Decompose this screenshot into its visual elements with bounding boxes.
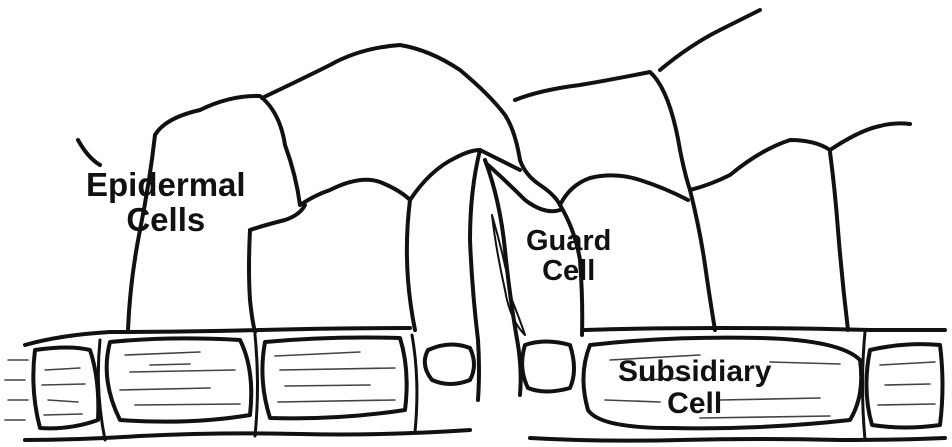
hatch — [275, 352, 395, 402]
lower-cell — [33, 348, 98, 429]
epidermal-cell-wall — [830, 123, 910, 150]
inner-wall — [412, 335, 417, 432]
label-line: Cells — [86, 203, 246, 238]
lower-epidermis-wall — [25, 430, 470, 440]
lower-cell — [866, 344, 942, 427]
label-guard-cell: Guard Cell — [526, 226, 611, 287]
lower-cell — [522, 342, 574, 392]
epidermal-cell-wall — [407, 200, 415, 330]
label-line: Cell — [526, 256, 611, 286]
lower-cell — [107, 338, 252, 421]
lower-cell — [425, 344, 474, 384]
hatch — [5, 360, 28, 420]
epidermal-cell-wall — [262, 45, 520, 160]
hatch — [42, 368, 85, 415]
lower-epidermis-wall — [585, 328, 945, 330]
epidermal-cell-wall — [660, 10, 760, 70]
label-subsidiary-cell: Subsidiary Cell — [618, 356, 771, 419]
epidermal-cell-wall — [515, 72, 690, 190]
guard-cell-wall — [410, 150, 520, 200]
label-epidermal-cells: Epidermal Cells — [86, 168, 246, 237]
epidermal-cell-wall — [250, 205, 305, 230]
label-line: Epidermal — [86, 168, 246, 203]
hatch — [120, 352, 240, 405]
epidermal-cell-wall — [830, 152, 848, 330]
epidermal-cell-wall — [249, 230, 255, 332]
lower-epidermis-wall — [530, 438, 945, 441]
epidermal-cell-wall — [690, 190, 715, 330]
inner-wall — [255, 335, 258, 436]
epidermal-cell-wall — [690, 140, 830, 190]
inner-wall — [98, 340, 105, 440]
hatch — [878, 362, 935, 405]
lower-cell — [262, 338, 406, 419]
label-line: Subsidiary — [618, 356, 771, 388]
label-line: Guard — [526, 226, 611, 256]
epidermal-cell-wall — [78, 140, 100, 165]
epidermal-cell-wall — [520, 160, 688, 205]
label-line: Cell — [618, 388, 771, 420]
